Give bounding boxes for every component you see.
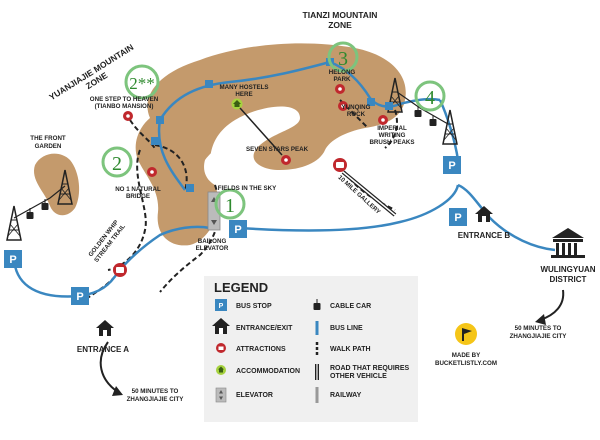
legend-label: RAILWAY bbox=[330, 392, 362, 399]
numbered-spot[interactable]: 4 bbox=[414, 80, 446, 112]
bus-stop[interactable]: P bbox=[71, 287, 89, 305]
legend-title: LEGEND bbox=[214, 280, 268, 295]
entrance-label: ENTRANCE A bbox=[77, 345, 129, 354]
attraction-icon[interactable] bbox=[338, 101, 348, 111]
numbered-spot[interactable]: 3 bbox=[327, 41, 359, 73]
legend-label: CABLE CAR bbox=[330, 303, 371, 310]
district-label: WULINGYUAN bbox=[540, 265, 595, 274]
attraction-icon[interactable] bbox=[113, 263, 127, 277]
place-label: YUNQING bbox=[342, 104, 371, 111]
legend-label: OTHER VEHICLE bbox=[330, 373, 387, 380]
cable-car-pylon-icon bbox=[6, 205, 22, 241]
cable-car-lines bbox=[13, 91, 449, 219]
svg-text:2: 2 bbox=[112, 153, 122, 175]
svg-text:P: P bbox=[234, 224, 241, 236]
svg-text:3: 3 bbox=[338, 48, 348, 70]
numbered-spot[interactable]: 2** bbox=[124, 64, 160, 100]
travel-time-label: 50 MINUTES TO bbox=[132, 388, 179, 395]
place-label: MANY HOSTELS bbox=[219, 84, 268, 91]
place-label: ELEVATOR bbox=[196, 245, 229, 252]
legend-label: BUS STOP bbox=[236, 303, 272, 310]
place-label: NO 1 NATURAL bbox=[115, 186, 161, 193]
accommodation-icon[interactable] bbox=[231, 98, 243, 110]
attraction-icon[interactable] bbox=[123, 111, 133, 121]
bus-stop[interactable]: P bbox=[4, 250, 22, 268]
place-label: 10 MILE GALLERY bbox=[336, 174, 382, 216]
svg-text:2**: 2** bbox=[129, 74, 155, 93]
entrance-icon bbox=[96, 320, 114, 336]
temple-icon bbox=[551, 228, 585, 258]
place-label: PARK bbox=[333, 76, 351, 83]
place-label: FIELDS IN THE SKY bbox=[218, 185, 277, 192]
walk-path-line bbox=[239, 107, 283, 156]
place-label: HERE bbox=[235, 91, 252, 98]
svg-text:P: P bbox=[448, 160, 455, 172]
svg-text:1: 1 bbox=[225, 195, 235, 217]
attraction-icon[interactable] bbox=[147, 167, 157, 177]
place-label: BRIDGE bbox=[126, 193, 150, 200]
place-label: IMPERIAL bbox=[377, 125, 407, 132]
place-label: SEVEN STARS PEAK bbox=[246, 146, 309, 153]
bucketlistly-logo bbox=[455, 323, 477, 345]
bus-stop[interactable]: P bbox=[449, 208, 467, 226]
zone-label-tianzi: ZONE bbox=[328, 20, 352, 30]
travel-time-label: ZHANGJIAJIE CITY bbox=[510, 333, 568, 340]
cable-car-icon bbox=[26, 207, 34, 220]
numbered-spot[interactable]: 1 bbox=[214, 188, 246, 220]
place-label: ONE STEP TO HEAVEN bbox=[90, 96, 159, 103]
mountain-terrain-front-garden bbox=[33, 153, 80, 216]
fields-in-sky-hollow bbox=[204, 144, 255, 189]
place-label: ROCK bbox=[347, 111, 366, 118]
entrance-label: ENTRANCE B bbox=[458, 231, 511, 240]
cable-car-icon bbox=[41, 198, 49, 211]
legend-elevator-icon bbox=[215, 387, 227, 403]
attraction-icon[interactable] bbox=[378, 115, 388, 125]
travel-time-label: ZHANGJIAJIE CITY bbox=[127, 396, 185, 403]
bus-stop[interactable]: P bbox=[229, 220, 247, 238]
legend-label: ELEVATOR bbox=[236, 392, 273, 399]
place-label: GARDEN bbox=[35, 143, 62, 150]
place-label: (TIANBO MANSION) bbox=[95, 103, 154, 110]
place-label: BAILONG bbox=[198, 238, 227, 245]
zone-label-tianzi: TIANZI MOUNTAIN bbox=[303, 10, 378, 20]
arrow-to-city-a bbox=[99, 341, 119, 393]
attraction-icon[interactable] bbox=[333, 158, 347, 172]
numbered-spot[interactable]: 2 bbox=[101, 146, 133, 178]
road-ten-mile bbox=[341, 170, 397, 217]
bus-stop[interactable]: P bbox=[443, 156, 461, 174]
legend-label: ATTRACTIONS bbox=[236, 346, 286, 353]
svg-text:4: 4 bbox=[425, 87, 435, 109]
travel-time-label: 50 MINUTES TO bbox=[515, 325, 562, 332]
legend-label: ENTRANCE/EXIT bbox=[236, 325, 293, 332]
attraction-icon[interactable] bbox=[281, 155, 291, 165]
place-label: WRITING bbox=[379, 132, 406, 139]
place-label: THE FRONT bbox=[30, 135, 66, 142]
place-label: HELONG bbox=[329, 69, 356, 76]
mountain-terrain-main bbox=[135, 43, 406, 246]
svg-text:P: P bbox=[9, 254, 16, 266]
legend-label: ROAD THAT REQUIRES bbox=[330, 365, 410, 372]
legend-label: ACCOMMODATION bbox=[236, 368, 300, 375]
district-label: DISTRICT bbox=[550, 275, 587, 284]
legend-label: BUS LINE bbox=[330, 325, 363, 332]
legend: LEGEND P BUS STOP ENTRANCE/EXIT ATTRACTI… bbox=[204, 276, 418, 422]
credit-label: MADE BY bbox=[452, 352, 481, 359]
svg-text:P: P bbox=[76, 291, 83, 303]
place-label: BRUSH PEAKS bbox=[369, 139, 414, 146]
zone-label-yuanjiajie: YUANJIAJIE MOUNTAIN bbox=[47, 42, 135, 102]
legend-label: WALK PATH bbox=[330, 346, 371, 353]
svg-text:P: P bbox=[454, 212, 461, 224]
credit-label: BUCKETLISTLY.COM bbox=[435, 360, 497, 367]
attraction-icon[interactable] bbox=[335, 84, 345, 94]
legend-bus-stop-icon: P bbox=[219, 303, 224, 310]
